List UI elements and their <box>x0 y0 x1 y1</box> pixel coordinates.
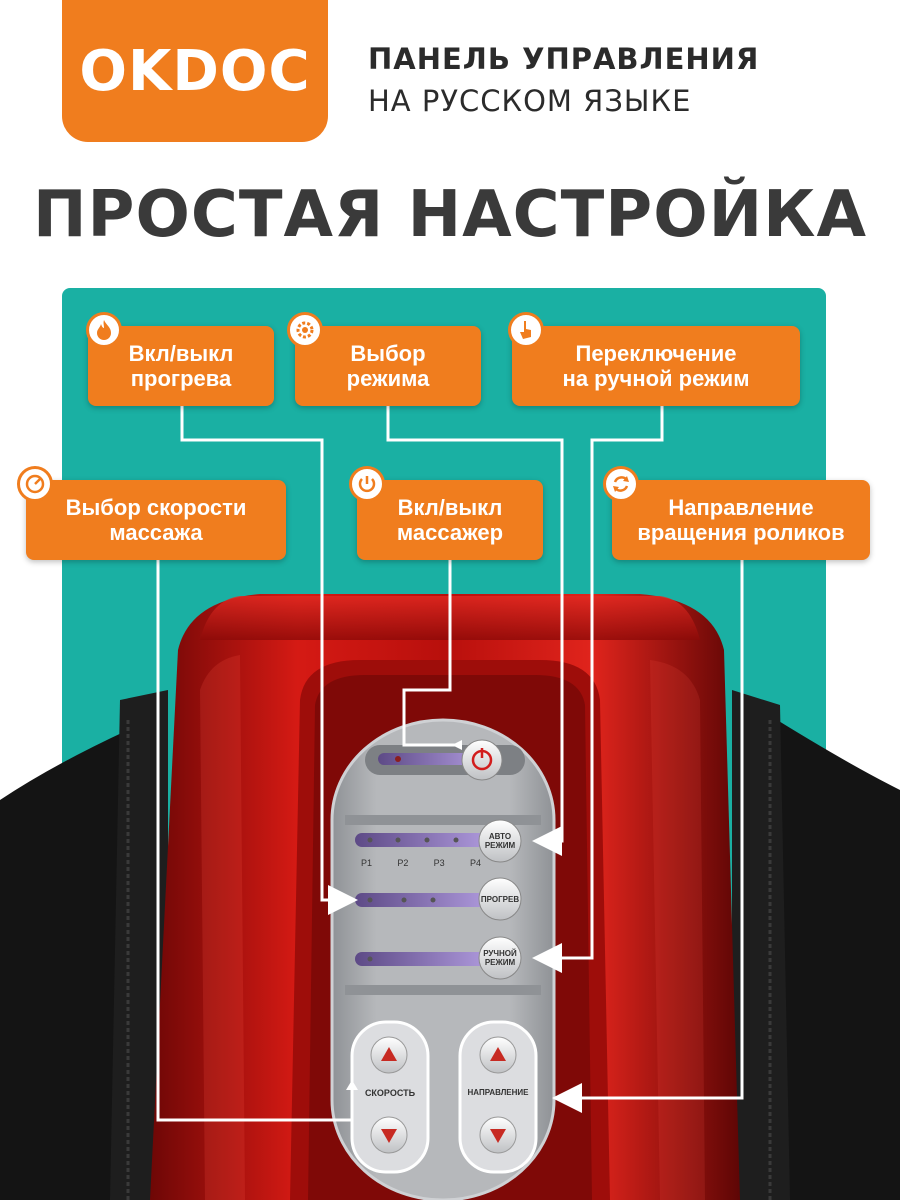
callout-direction-line1: Направление <box>668 495 814 520</box>
program-label: P3 <box>433 858 445 868</box>
callout-manual-line2: на ручной режим <box>562 366 750 391</box>
callout-manual-line1: Переключение <box>575 341 737 366</box>
arrowhead-power <box>452 740 462 750</box>
callout-mode: Выбор режима <box>295 326 481 406</box>
heat-button[interactable]: ПРОГРЕВ <box>479 878 521 920</box>
gear-icon <box>287 312 323 348</box>
connector-power <box>402 560 460 747</box>
brand-logo: OKDOC <box>62 0 328 142</box>
connector-heating <box>180 405 358 915</box>
callout-power-line1: Вкл/выкл <box>397 495 503 520</box>
auto-mode-button[interactable]: АВТО РЕЖИМ <box>479 820 521 862</box>
manual-mode-label-1: РУЧНОЙ <box>483 949 517 958</box>
direction-label: НАПРАВЛЕНИЕ <box>467 1088 529 1097</box>
callout-speed-line1: Выбор скорости <box>65 495 247 520</box>
speedometer-icon <box>17 466 53 502</box>
manual-mode-button[interactable]: РУЧНОЙ РЕЖИМ <box>479 937 521 979</box>
rotate-icon <box>603 466 639 502</box>
program-labels: P1 P2 P3 P4 <box>361 858 481 868</box>
header-line-1: ПАНЕЛЬ УПРАВЛЕНИЯ <box>368 42 760 76</box>
callout-direction-line2: вращения роликов <box>637 520 845 545</box>
connector-manual <box>532 405 664 973</box>
auto-mode-label-1: АВТО <box>488 832 512 841</box>
callout-power: Вкл/выкл массажер <box>357 480 543 560</box>
callout-manual: Переключение на ручной режим <box>512 326 800 406</box>
heat-label: ПРОГРЕВ <box>480 894 520 904</box>
arrowhead-speed <box>346 1080 358 1090</box>
callout-mode-line1: Выбор <box>350 341 426 366</box>
brand-logo-text: OKDOC <box>79 38 311 104</box>
manual-mode-label-2: РЕЖИМ <box>484 958 516 967</box>
program-label: P4 <box>469 858 481 868</box>
flame-icon <box>86 312 122 348</box>
auto-mode-label-2: РЕЖИМ <box>484 841 516 850</box>
callout-heating-line1: Вкл/выкл <box>128 341 234 366</box>
connector-speed <box>156 560 354 1122</box>
callout-speed: Выбор скорости массажа <box>26 480 286 560</box>
callout-mode-line2: режима <box>346 366 430 391</box>
program-label: P1 <box>361 858 373 868</box>
callout-speed-line2: массажа <box>109 520 203 545</box>
hand-pointer-icon <box>508 312 544 348</box>
callout-power-line2: массажер <box>396 520 504 545</box>
callout-direction: Направление вращения роликов <box>612 480 870 560</box>
program-label: P2 <box>397 858 409 868</box>
header-line-2: НА РУССКОМ ЯЗЫКЕ <box>368 84 692 118</box>
power-icon <box>349 466 385 502</box>
callout-heating-line2: прогрева <box>130 366 232 391</box>
page-title: ПРОСТАЯ НАСТРОЙКА <box>32 178 868 252</box>
connector-mode <box>386 405 564 856</box>
speed-label: СКОРОСТЬ <box>364 1088 416 1098</box>
connector-direction <box>552 560 744 1113</box>
